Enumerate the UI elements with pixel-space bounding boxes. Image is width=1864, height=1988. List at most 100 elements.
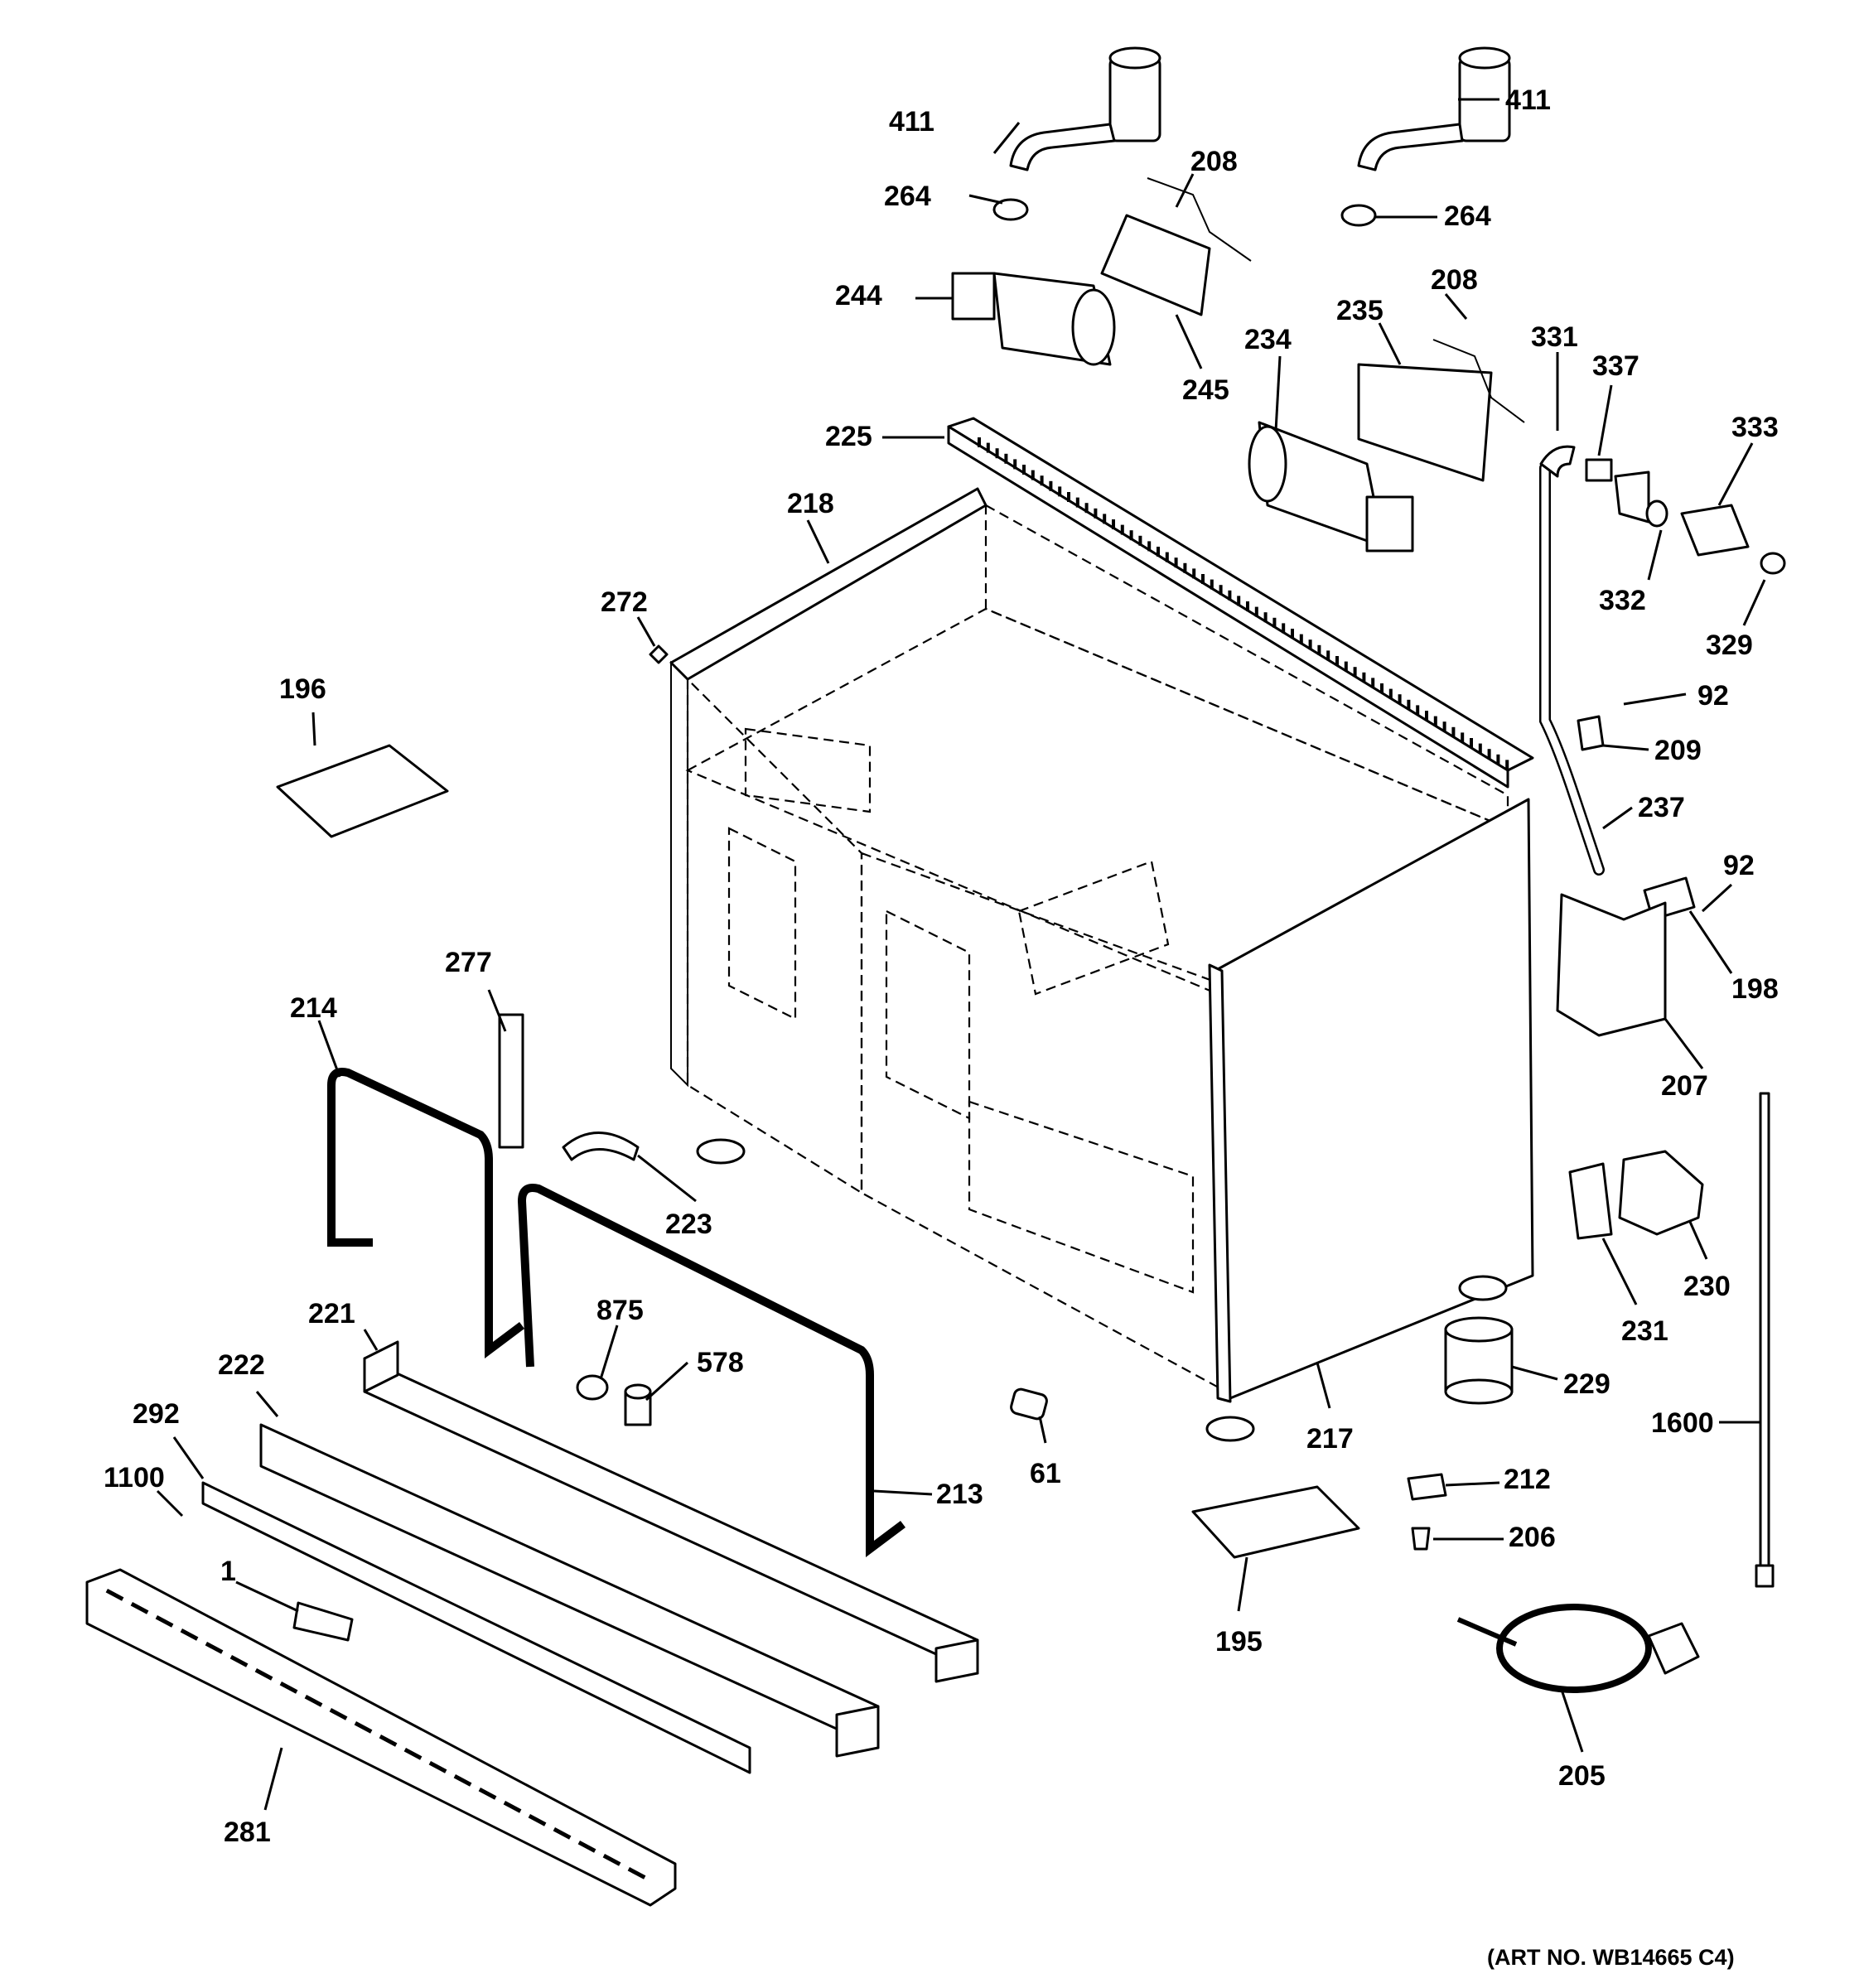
vent-slot bbox=[1147, 541, 1152, 552]
callout-277[interactable]: 277 bbox=[445, 947, 492, 978]
callout-209[interactable]: 209 bbox=[1654, 735, 1702, 766]
blower-end-234 bbox=[1248, 425, 1287, 503]
callout-1100[interactable]: 1100 bbox=[104, 1462, 165, 1493]
vent-slot bbox=[1326, 650, 1330, 661]
vent-slot bbox=[478, 1788, 497, 1800]
cabinet-left-edge bbox=[670, 660, 688, 1088]
callout-234[interactable]: 234 bbox=[1244, 324, 1292, 355]
callout-198[interactable]: 198 bbox=[1731, 973, 1779, 1005]
elbow-331 bbox=[1539, 445, 1576, 478]
leader-195 bbox=[1237, 1556, 1248, 1612]
leader-333 bbox=[1717, 442, 1754, 506]
callout-208b[interactable]: 208 bbox=[1431, 264, 1478, 296]
leader-411a bbox=[992, 122, 1021, 154]
callout-208a[interactable]: 208 bbox=[1190, 146, 1238, 177]
callout-214[interactable]: 214 bbox=[290, 992, 337, 1024]
leader-214 bbox=[317, 1020, 341, 1078]
callout-235[interactable]: 235 bbox=[1336, 295, 1384, 326]
leader-235 bbox=[1378, 322, 1402, 365]
vent-slot bbox=[205, 1642, 224, 1654]
callout-264a[interactable]: 264 bbox=[884, 181, 931, 212]
leader-1100 bbox=[156, 1489, 184, 1518]
callout-292[interactable]: 292 bbox=[133, 1398, 180, 1430]
callout-222[interactable]: 222 bbox=[218, 1349, 265, 1381]
callout-411a[interactable]: 411 bbox=[889, 106, 934, 138]
vent-slot bbox=[1263, 612, 1268, 623]
callout-229[interactable]: 229 bbox=[1563, 1368, 1610, 1400]
leader-92a bbox=[1623, 692, 1687, 706]
hinge-bracket-277 bbox=[498, 1013, 524, 1149]
callout-196[interactable]: 196 bbox=[279, 673, 326, 705]
fitting-337 bbox=[1585, 458, 1613, 482]
callout-231[interactable]: 231 bbox=[1621, 1315, 1668, 1347]
callout-225[interactable]: 225 bbox=[825, 421, 872, 452]
callout-221[interactable]: 221 bbox=[308, 1298, 355, 1329]
vent-slot bbox=[354, 1721, 373, 1734]
power-cord-205 bbox=[1456, 1604, 1700, 1693]
fitting-332 bbox=[1645, 499, 1668, 528]
callout-411b[interactable]: 411 bbox=[1505, 84, 1551, 116]
center-cavity-opening-hidden bbox=[885, 910, 971, 1120]
callout-1[interactable]: 1 bbox=[220, 1556, 236, 1587]
callout-61[interactable]: 61 bbox=[1030, 1458, 1061, 1489]
vent-slot bbox=[577, 1840, 596, 1853]
callout-1600[interactable]: 1600 bbox=[1651, 1407, 1714, 1439]
bracket-208b bbox=[1432, 339, 1525, 423]
leveling-foot-right bbox=[1458, 1275, 1508, 1301]
callout-332[interactable]: 332 bbox=[1599, 585, 1646, 616]
callout-281[interactable]: 281 bbox=[224, 1817, 271, 1848]
callout-331[interactable]: 331 bbox=[1531, 321, 1578, 353]
callout-329[interactable]: 329 bbox=[1706, 630, 1753, 661]
vent-slot bbox=[553, 1827, 572, 1840]
vent-slot bbox=[1129, 530, 1133, 541]
callout-244[interactable]: 244 bbox=[835, 280, 882, 311]
callout-875[interactable]: 875 bbox=[596, 1295, 644, 1326]
leader-578 bbox=[645, 1361, 689, 1402]
callout-206[interactable]: 206 bbox=[1509, 1522, 1556, 1553]
burner-tube-hidden bbox=[968, 1100, 1195, 1294]
callout-207[interactable]: 207 bbox=[1661, 1070, 1708, 1102]
vent-slot bbox=[627, 1866, 646, 1879]
valve-bracket bbox=[1614, 470, 1650, 524]
callout-245[interactable]: 245 bbox=[1182, 374, 1229, 406]
callout-333[interactable]: 333 bbox=[1731, 412, 1779, 443]
vent-slot bbox=[1362, 672, 1366, 683]
callout-92b[interactable]: 92 bbox=[1723, 850, 1755, 881]
vent-slot bbox=[602, 1854, 621, 1866]
vent-slot bbox=[1192, 568, 1196, 579]
leader-277 bbox=[487, 989, 507, 1032]
leader-218 bbox=[806, 519, 830, 564]
callout-217[interactable]: 217 bbox=[1306, 1423, 1354, 1455]
vent-slot bbox=[1344, 661, 1348, 672]
callout-195[interactable]: 195 bbox=[1215, 1626, 1263, 1657]
cabinet-right-side-panel bbox=[1216, 798, 1534, 1402]
callout-213[interactable]: 213 bbox=[936, 1479, 983, 1510]
blower-bracket-235 bbox=[1357, 363, 1493, 482]
vent-slot bbox=[1219, 585, 1223, 596]
vent-slot bbox=[1075, 497, 1079, 508]
callout-272[interactable]: 272 bbox=[601, 586, 648, 618]
callout-218[interactable]: 218 bbox=[787, 488, 834, 519]
toe-kick-221-back bbox=[363, 1340, 399, 1393]
rod-1600 bbox=[1759, 1092, 1770, 1575]
toe-kick-222-end bbox=[835, 1705, 880, 1758]
blower-bracket-245 bbox=[1100, 214, 1211, 316]
callout-230[interactable]: 230 bbox=[1683, 1271, 1731, 1302]
callout-578[interactable]: 578 bbox=[697, 1347, 744, 1378]
leader-230 bbox=[1688, 1221, 1708, 1260]
screw-206 bbox=[1411, 1527, 1431, 1551]
callout-223[interactable]: 223 bbox=[665, 1209, 712, 1240]
callout-212[interactable]: 212 bbox=[1504, 1464, 1551, 1495]
callout-264b[interactable]: 264 bbox=[1444, 200, 1491, 232]
callout-237[interactable]: 237 bbox=[1638, 792, 1685, 823]
duct-411-left bbox=[1009, 46, 1161, 171]
mounting-bracket-207 bbox=[1556, 893, 1667, 1037]
callout-205[interactable]: 205 bbox=[1558, 1760, 1606, 1792]
fitting-329 bbox=[1760, 552, 1786, 575]
callout-337[interactable]: 337 bbox=[1592, 350, 1639, 382]
callout-92a[interactable]: 92 bbox=[1697, 680, 1729, 712]
leader-61 bbox=[1038, 1416, 1047, 1444]
clamp-223 bbox=[562, 1132, 640, 1161]
grommet-61 bbox=[1010, 1387, 1048, 1421]
vent-slot bbox=[1138, 535, 1142, 546]
